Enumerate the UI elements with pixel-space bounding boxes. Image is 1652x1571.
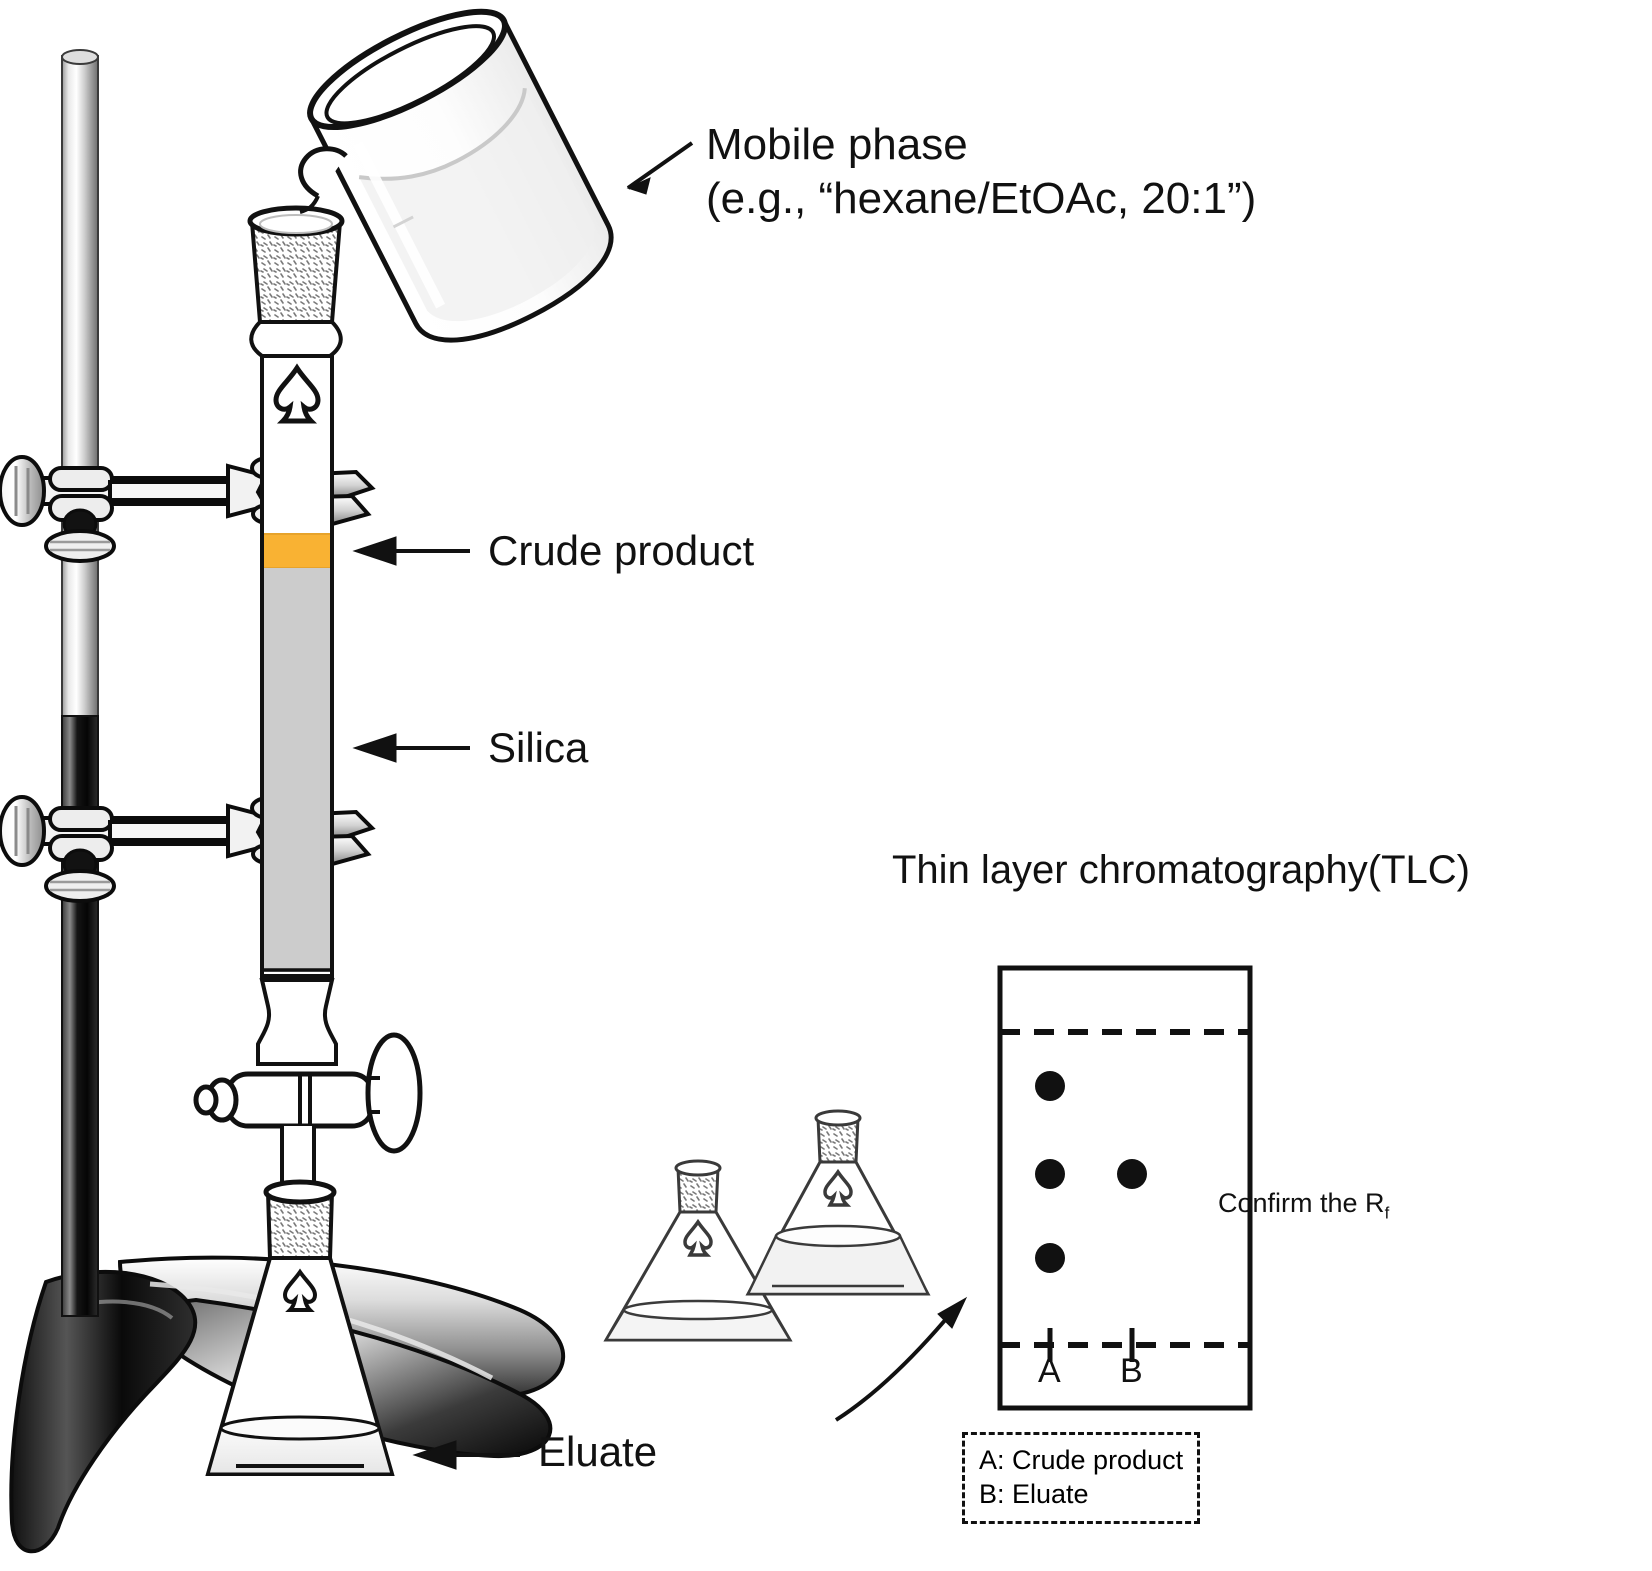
collection-flask-rim	[263, 1179, 337, 1205]
mobile-phase-line1: Mobile phase	[706, 120, 968, 169]
rf-callout-label: Confirm the Rf	[1218, 1188, 1389, 1223]
filled-flask-spade-icon	[823, 1168, 853, 1207]
beaker-liquid-meniscus	[358, 87, 527, 181]
filled-flask-meniscus	[774, 1224, 902, 1248]
tlc-spot-a-low	[1035, 1243, 1065, 1273]
chromatography-column[interactable]	[193, 205, 423, 1202]
mobile-phase-label: Mobile phase (e.g., “hexane/EtOAc, 20:1”…	[706, 118, 1256, 226]
empty-erlenmeyer-flask[interactable]	[603, 1159, 793, 1342]
eluate-arrowhead	[412, 1440, 457, 1470]
tlc-legend-box: A: Crude product B: Eluate	[962, 1432, 1201, 1524]
clamp-upper-knob[interactable]	[0, 455, 46, 527]
clamp-lower-shaft	[108, 820, 232, 842]
tlc-lane-a-label: A	[1038, 1352, 1061, 1390]
filled-flask-rim	[814, 1109, 862, 1127]
column-joint-shoulder	[249, 320, 343, 358]
column-joint-body	[249, 220, 343, 324]
clamp-lower-washer-lines	[50, 880, 110, 892]
stand-rod-upper	[61, 55, 99, 717]
clamp-upper-boss-washer	[44, 529, 116, 563]
eluate-label: Eluate	[538, 1428, 658, 1475]
column-spade-icon	[273, 363, 321, 424]
tlc-heading: Thin layer chromatography(TLC)	[892, 848, 1470, 892]
silica-bed	[264, 568, 330, 972]
tlc-spot-a-mid	[1035, 1159, 1065, 1189]
beaker-spout	[298, 146, 348, 199]
beaker-graduation	[392, 215, 414, 229]
column-joint-rim-inner	[259, 214, 333, 234]
rf-callout-text: Confirm the R	[1218, 1188, 1385, 1218]
stopcock-handle-neck	[368, 1076, 380, 1114]
stopcock-handle[interactable]	[365, 1032, 423, 1154]
empty-flask-spade-icon	[683, 1218, 713, 1257]
tlc-legend-item-b: B: Eluate	[979, 1479, 1089, 1509]
column-taper	[256, 978, 338, 1066]
clamp-upper-knob-grip	[14, 466, 30, 516]
clamp-upper-boss-top	[48, 466, 114, 492]
mobile-phase-line2: (e.g., “hexane/EtOAc, 20:1”)	[706, 174, 1257, 223]
crude-product-band	[264, 534, 330, 568]
stand-rod-cap	[61, 49, 99, 65]
collection-erlenmeyer-flask[interactable]	[205, 1179, 395, 1476]
clamp-lower-boss-top	[48, 806, 114, 832]
collection-flask-meniscus	[219, 1415, 381, 1441]
tlc-legend-item-a: A: Crude product	[979, 1445, 1184, 1475]
stopcock-left-tip	[193, 1084, 219, 1116]
stopcock-plug-lines	[298, 1074, 312, 1126]
pour-stream	[299, 195, 320, 214]
clamp-upper-washer-lines	[50, 540, 110, 552]
mobile-phase-leader	[626, 141, 694, 190]
crude-product-arrowhead	[352, 536, 397, 566]
eluate-to-tlc-arrowhead	[937, 1296, 968, 1329]
clamp-upper-shaft	[108, 480, 232, 502]
tlc-spot-a-high	[1035, 1071, 1065, 1101]
empty-flask-rim	[674, 1159, 722, 1177]
empty-flask-meniscus	[622, 1299, 774, 1321]
tlc-plate[interactable]	[997, 965, 1253, 1411]
mobile-phase-arrowhead	[626, 177, 651, 195]
silica-arrowhead	[352, 733, 397, 763]
clamp-lower-boss-washer	[44, 869, 116, 903]
clamp-lower-knob[interactable]	[0, 795, 46, 867]
collection-flask-spade-icon	[282, 1268, 318, 1312]
silica-label: Silica	[488, 724, 589, 771]
tlc-plate-border	[997, 965, 1253, 1411]
clamp-lower-knob-grip	[14, 806, 30, 856]
pouring-beaker[interactable]	[296, 0, 629, 364]
column-barrel-upper	[260, 354, 334, 538]
column-barrel-lower-outline	[260, 534, 334, 978]
filled-erlenmeyer-flask[interactable]	[745, 1109, 931, 1296]
tlc-lane-b-label: B	[1120, 1352, 1143, 1390]
stand-base-foot-left	[9, 1269, 198, 1554]
beaker-rim-inner	[324, 24, 497, 126]
rf-subscript: f	[1384, 1203, 1390, 1223]
tlc-spot-b-mid	[1117, 1159, 1147, 1189]
crude-product-label: Crude product	[488, 527, 755, 574]
eluate-to-tlc-curve	[834, 1310, 954, 1422]
ring-stand	[9, 49, 566, 1554]
